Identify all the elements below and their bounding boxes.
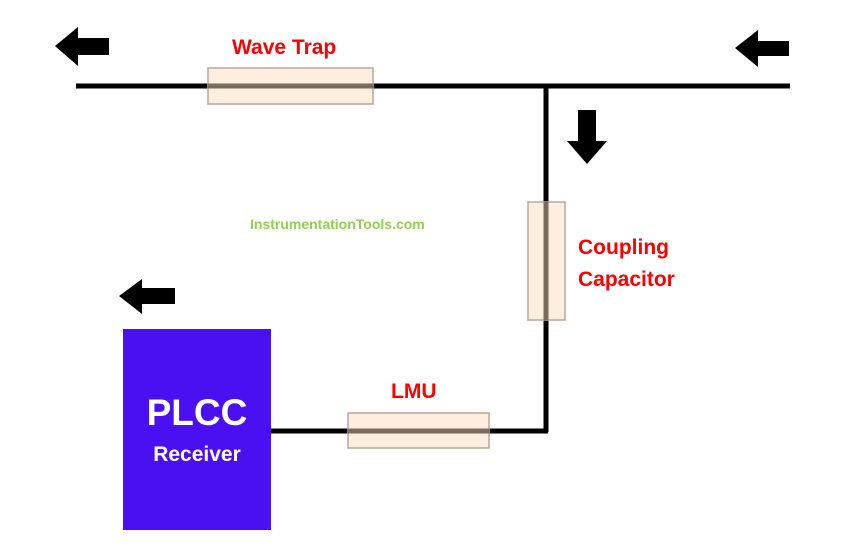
lmu-component <box>347 412 490 449</box>
coupling-capacitor-label: Coupling Capacitor <box>578 232 675 296</box>
plcc-receiver-box: PLCC Receiver <box>123 329 271 530</box>
coupling-capacitor-label-line2: Capacitor <box>578 268 675 291</box>
arrow-left-icon <box>119 279 175 314</box>
coupling-capacitor-component <box>527 201 566 321</box>
plcc-receiver-subtitle: Receiver <box>153 442 241 466</box>
arrow-left-icon <box>55 27 109 66</box>
arrow-down-icon <box>567 110 607 164</box>
watermark-text: InstrumentationTools.com <box>250 216 425 232</box>
coupling-capacitor-label-line1: Coupling <box>578 236 669 259</box>
wave-trap-label: Wave Trap <box>232 36 337 59</box>
wave-trap-component <box>207 67 374 105</box>
plcc-receiver-title: PLCC <box>146 391 248 433</box>
lmu-label: LMU <box>391 380 437 403</box>
arrow-left-icon <box>735 30 789 67</box>
